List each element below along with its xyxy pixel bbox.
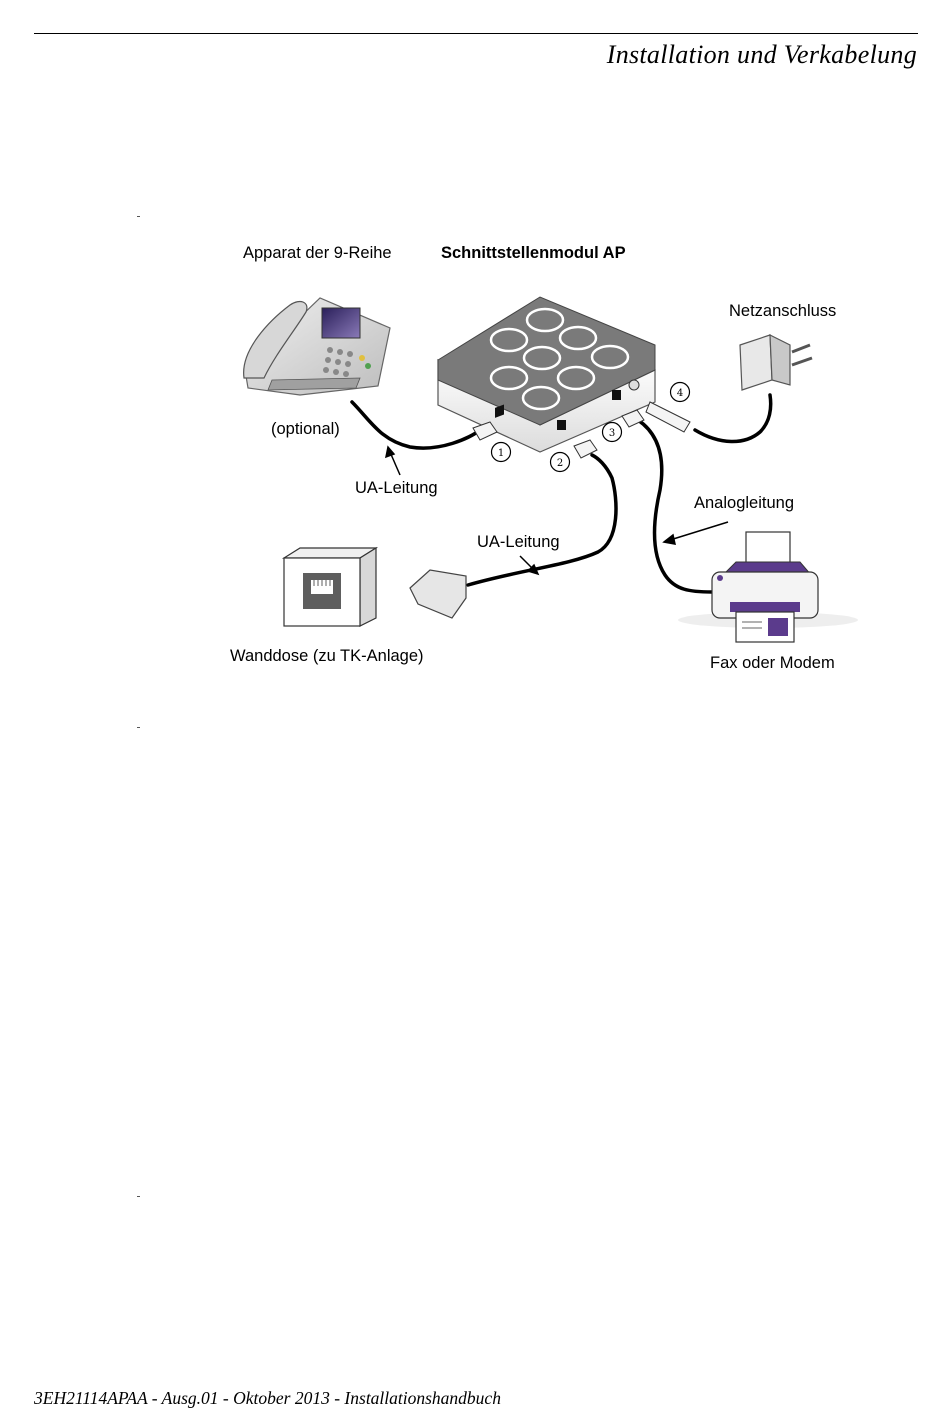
wall-socket	[284, 548, 376, 626]
interface-module	[438, 297, 655, 452]
module-port-3	[612, 390, 621, 400]
port-number: 3	[609, 428, 615, 439]
label-phone: Apparat der 9-Reihe	[243, 244, 392, 262]
phone-keyboard	[268, 378, 360, 390]
label-fax: Fax oder Modem	[710, 654, 835, 672]
power-cable	[695, 395, 771, 442]
module-power-jack	[629, 380, 639, 390]
page-footer: 3EH21114APAA - Ausg.01 - Oktober 2013 - …	[34, 1388, 501, 1409]
ua-cable-wall	[468, 455, 616, 585]
label-module: Schnittstellenmodul AP	[441, 244, 626, 262]
label-ua-cable-wall: UA-Leitung	[477, 533, 560, 551]
phone-9-series	[244, 298, 390, 395]
port-number: 4	[677, 388, 683, 399]
power-plug	[646, 402, 690, 432]
label-wall-socket: Wanddose (zu TK-Anlage)	[230, 647, 424, 665]
port-number: 2	[557, 458, 563, 469]
module-port-2	[557, 420, 566, 430]
label-power: Netzanschluss	[729, 302, 836, 320]
fax-modem	[678, 532, 858, 642]
label-analog-cable: Analogleitung	[694, 494, 794, 512]
power-adapter	[740, 335, 812, 390]
phone-screen	[322, 308, 360, 338]
label-optional: (optional)	[271, 420, 340, 438]
port-number: 1	[498, 448, 504, 459]
loose-rj-plug	[410, 570, 466, 618]
label-ua-cable-phone: UA-Leitung	[355, 479, 438, 497]
